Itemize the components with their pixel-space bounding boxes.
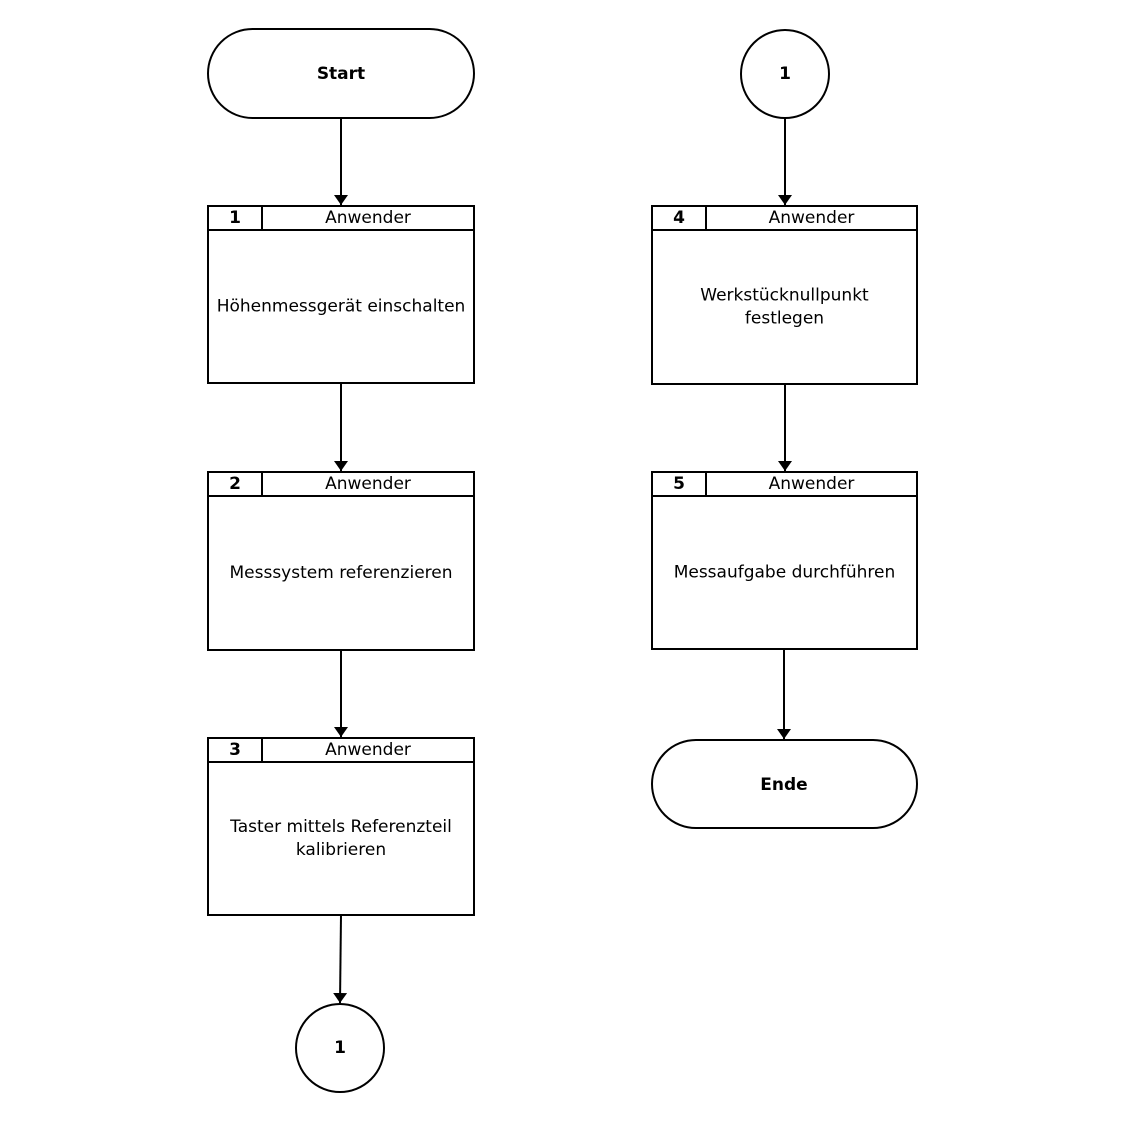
step-description: Messaufgabe durchführen — [674, 563, 896, 583]
step-number: 4 — [673, 208, 685, 228]
end-label: Ende — [760, 775, 807, 795]
step-description: kalibrieren — [296, 840, 386, 860]
connector-in-label: 1 — [779, 64, 791, 84]
step-number: 3 — [229, 740, 241, 760]
connector-in: 1 — [740, 29, 830, 119]
step-role: Anwender — [769, 474, 855, 494]
end-terminator: Ende — [651, 739, 918, 829]
start-label: Start — [317, 64, 365, 84]
step-description: Messsystem referenzieren — [229, 563, 452, 583]
arrow-step-3-to-connector — [333, 914, 348, 1004]
connector-out: 1 — [295, 1003, 385, 1093]
step-description: Werkstücknullpunkt — [700, 286, 869, 306]
process-box — [651, 471, 918, 650]
step-number: 5 — [673, 474, 685, 494]
step-role: Anwender — [325, 740, 411, 760]
process-box — [207, 471, 475, 651]
step-number: 1 — [229, 208, 241, 228]
start-terminator: Start — [207, 28, 475, 119]
process-box — [651, 205, 918, 385]
step-role: Anwender — [769, 208, 855, 228]
step-role: Anwender — [325, 208, 411, 228]
process-box — [207, 737, 475, 916]
step-number: 2 — [229, 474, 241, 494]
step-description: festlegen — [745, 309, 824, 329]
step-description: Höhenmessgerät einschalten — [217, 297, 466, 317]
step-role: Anwender — [325, 474, 411, 494]
connector-out-label: 1 — [334, 1038, 346, 1058]
step-description: Taster mittels Referenzteil — [229, 817, 452, 837]
process-box — [207, 205, 475, 384]
